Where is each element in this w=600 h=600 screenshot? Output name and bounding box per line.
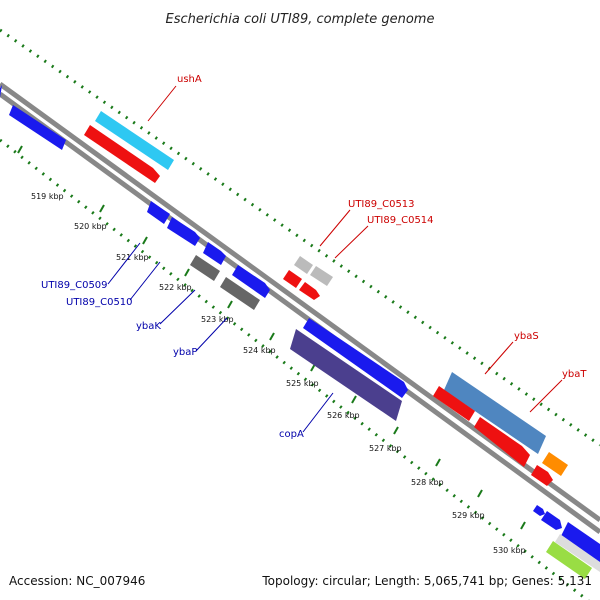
genome-info-text: Topology: circular; Length: 5,065,741 bp… <box>262 574 592 588</box>
tick-label: 530 kbp <box>493 546 526 555</box>
gene-feature <box>9 105 66 150</box>
gene-feature <box>546 541 592 579</box>
gene-feature <box>531 465 553 486</box>
tick-label: 525 kbp <box>286 379 319 388</box>
gene-feature <box>542 452 568 476</box>
accession-text: Accession: NC_007946 <box>9 574 146 588</box>
gene-feature <box>541 511 562 530</box>
gene-feature <box>474 417 530 467</box>
gene-feature <box>290 329 402 421</box>
gene-label-uti89-c0513: UTI89_C0513 <box>348 199 415 210</box>
gene-label-uti89-c0509: UTI89_C0509 <box>41 280 108 291</box>
gene-feature <box>190 255 220 281</box>
gene-feature <box>220 277 260 310</box>
tick-label: 526 kbp <box>327 411 360 420</box>
gene-feature <box>310 266 333 286</box>
tick-label: 527 kbp <box>369 444 402 453</box>
tick-label: 522 kbp <box>159 283 192 292</box>
gene-feature <box>203 242 226 265</box>
gene-label-ybat: ybaT <box>562 369 587 380</box>
inner-dotted-line <box>0 138 590 600</box>
gene-feature <box>299 282 320 300</box>
gene-feature <box>95 111 174 170</box>
gene-feature <box>555 534 600 572</box>
gene-label-ybap: ybaP <box>173 347 197 358</box>
gene-label-usha: ushA <box>177 74 202 85</box>
gene-feature <box>283 270 302 288</box>
tick-label: 521 kbp <box>116 253 149 262</box>
label-leaders <box>107 85 563 433</box>
tick-label: 529 kbp <box>452 511 485 520</box>
gene-feature <box>303 318 408 398</box>
tick-label: 528 kbp <box>411 478 444 487</box>
genome-backbone-inner <box>0 91 600 535</box>
tick-label: 524 kbp <box>243 346 276 355</box>
gene-label-ybak: ybaK <box>136 321 161 332</box>
gene-feature <box>84 125 160 183</box>
gene-feature <box>0 85 2 98</box>
tick-label: 519 kbp <box>31 192 64 201</box>
gene-label-ybas: ybaS <box>514 331 539 342</box>
gene-feature <box>433 386 475 421</box>
map-title: Escherichia coli UTI89, complete genome <box>166 12 435 27</box>
gene-features <box>0 85 600 579</box>
tick-label: 523 kbp <box>201 315 234 324</box>
gene-feature <box>294 256 313 274</box>
tick-label: 520 kbp <box>74 222 107 231</box>
gene-feature <box>533 505 545 516</box>
gene-label-copa: copA <box>279 429 304 440</box>
gene-feature <box>167 217 200 246</box>
gene-feature <box>147 201 170 224</box>
gene-feature <box>232 265 270 298</box>
tick-marks <box>17 145 526 530</box>
gene-feature <box>444 372 546 454</box>
gene-label-uti89-c0510: UTI89_C0510 <box>66 297 133 308</box>
gene-feature <box>560 522 600 564</box>
gene-label-uti89-c0514: UTI89_C0514 <box>367 215 434 226</box>
